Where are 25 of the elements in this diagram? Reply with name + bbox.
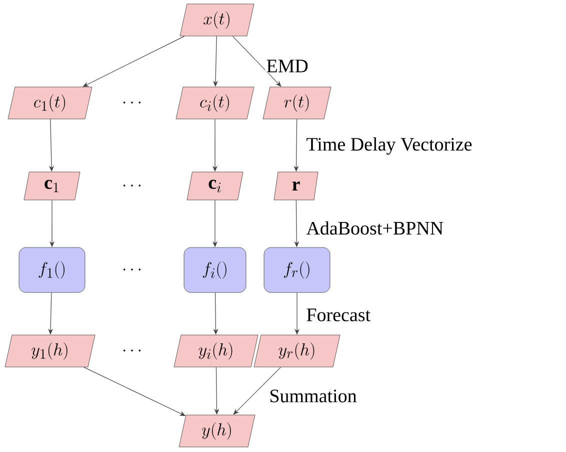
function-box: $f_1()$ (18, 247, 86, 293)
data-box: $x(t)$ (180, 4, 254, 36)
ellipsis: $\cdots$ (123, 184, 141, 186)
data-box: $\mathbf{r}$ (274, 172, 318, 200)
data-box: $\mathbf{c}_i$ (186, 172, 244, 200)
edge-label: AdaBoost+BPNN (305, 220, 445, 236)
edge-label: Forecast (305, 308, 372, 322)
ellipsis: $\cdots$ (123, 102, 141, 104)
data-box: $r(t)$ (262, 86, 332, 120)
data-box: $y(h)$ (178, 414, 256, 448)
edge-label: Summation (268, 388, 358, 404)
edge-label: EMD (265, 58, 310, 74)
edge-label: Time Delay Vectorize (305, 136, 474, 156)
data-box: $y_i(h)$ (174, 334, 258, 368)
arrow (233, 366, 282, 415)
ellipsis: $\cdots$ (123, 350, 141, 352)
data-box: $y_1(h)$ (4, 334, 96, 368)
data-box: $c_i(t)$ (176, 86, 254, 120)
data-box: $y_r(h)$ (254, 334, 340, 368)
data-box: $c_1(t)$ (8, 86, 92, 120)
data-box: $\mathbf{c}_1$ (24, 172, 80, 200)
function-box: $f_r()$ (264, 247, 330, 293)
function-box: $f_i()$ (184, 247, 246, 293)
ellipsis: $\cdots$ (123, 268, 141, 270)
arrow (232, 36, 282, 87)
